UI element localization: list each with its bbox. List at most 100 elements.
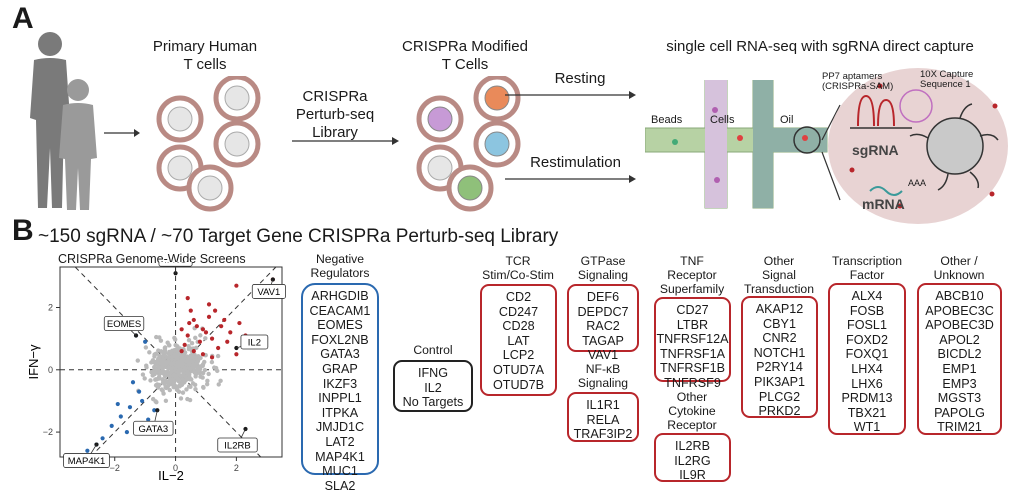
scatter-point-bg [163, 380, 168, 385]
scatter-point [219, 324, 224, 329]
scatter-point [237, 320, 242, 326]
scatter-point-bg [163, 398, 169, 403]
scatter-point-bg [181, 372, 186, 377]
gene-item: CD28 [502, 319, 535, 334]
people-silhouette-icon [30, 32, 97, 210]
aaa-label: AAA [908, 178, 927, 188]
gene-item: TBX21 [847, 405, 887, 420]
arrow-resting [505, 91, 636, 99]
gene-item: IL2RG [674, 453, 711, 468]
scatter-point-bg [216, 382, 221, 387]
arrow-restim [505, 175, 636, 183]
scatter-point-bg [186, 346, 192, 352]
signal-box: AKAP12 CBY1 CNR2 NOTCH1 P2RY14 PIK3AP1 P… [741, 296, 818, 418]
gene-item: LHX4 [851, 361, 883, 376]
gene-item: OTUD7B [492, 377, 545, 392]
scatter-point-bg [195, 354, 200, 359]
gene-item: CBY1 [763, 316, 796, 331]
gene-item: IKZF3 [322, 376, 358, 391]
scatter-point-bg [174, 356, 179, 361]
scatter-point-bg [167, 387, 172, 393]
scatter-point [206, 314, 212, 319]
gene-item: CD2 [505, 290, 532, 304]
scatter-point-bg [159, 361, 164, 366]
gene-item: MGST3 [937, 391, 982, 406]
scatter-point-bg [186, 337, 192, 343]
gene-item: FOXL2NB [311, 332, 369, 347]
scatter-point-bg [158, 338, 164, 343]
scatter-point [194, 324, 199, 329]
gene-item: PIK3AP1 [753, 374, 806, 389]
scatter-point [222, 317, 227, 323]
y-tick-label: 0 [48, 365, 53, 375]
scatter-plot: −202−202IFNGVAV1EOMESIL2GATA3IL2RBMAP4K1… [26, 262, 286, 483]
scatter-point [191, 317, 196, 323]
scatter-point [209, 336, 215, 341]
scatter-point [85, 448, 90, 453]
scatter-point-bg [152, 352, 157, 357]
gene-item: FOSB [849, 303, 885, 318]
scatter-point-bg [162, 345, 168, 351]
scatter-point [209, 355, 215, 360]
scatter-point-bg [199, 363, 204, 369]
scatter-point-bg [178, 396, 184, 401]
gene-item: PRKD2 [758, 404, 801, 419]
gene-item: PRDM13 [841, 391, 893, 406]
scatter-point-bg [161, 391, 166, 396]
x-tick-label: 0 [173, 463, 178, 473]
scatter-point-bg [187, 355, 193, 360]
scatter-point [200, 352, 206, 357]
gene-item: LTBR [676, 317, 709, 332]
scatter-point-bg [156, 364, 162, 370]
chip-oil-label: Oil [780, 114, 794, 126]
scatter-point-bg [173, 337, 178, 342]
zoom-lines [821, 104, 841, 201]
scatter-point-bg [153, 362, 159, 367]
scatter-point [270, 277, 275, 282]
scatter-point-bg [149, 369, 154, 375]
scatter-point [109, 423, 114, 428]
gtpase-header: GTPase Signaling [577, 254, 629, 282]
nfkb-header: NF-κB Signaling [577, 362, 629, 390]
scatter-point [179, 348, 184, 354]
scatter-point [228, 330, 233, 335]
panel-b-letter: B [12, 214, 34, 247]
other-box: ABCB10 APOBEC3C APOBEC3D APOL2 BICDL2 EM… [917, 283, 1002, 435]
control-header: Control [413, 343, 453, 357]
scatter-point-bg [205, 378, 210, 384]
gene-item: CEACAM1 [309, 303, 371, 318]
gene-item: ABCB10 [935, 289, 984, 303]
scatter-point-bg [169, 361, 174, 367]
scatter-point [234, 345, 239, 351]
gtpase-box: DEF6 DEPDC7 RAC2 TAGAP VAV1 [567, 284, 639, 362]
scatter-point [200, 327, 206, 332]
gene-item: TNFRSF12A [656, 332, 729, 347]
gene-item: APOL2 [939, 332, 980, 347]
scatter-point [115, 401, 120, 407]
scatter-point-bg [189, 340, 195, 346]
gene-item: TRAF3IP2 [573, 427, 633, 442]
tcr-header: TCR Stim/Co-Stim [482, 254, 554, 282]
scatter-point-bg [218, 378, 223, 384]
capture-label: 10X Capture Sequence 1 [920, 69, 974, 90]
scatter-point-bg [206, 371, 211, 377]
gene-item: TNFRSF1B [659, 361, 726, 376]
gene-item: FOSL1 [847, 318, 887, 333]
scatter-point-bg [187, 361, 192, 366]
gene-item: TAGAP [582, 333, 624, 348]
scatter-point-bg [188, 384, 193, 390]
gene-item: CNR2 [762, 331, 797, 346]
gene-item: LAT [507, 333, 530, 348]
scatter-point-bg [171, 373, 176, 378]
gene-item: CD247 [498, 304, 539, 319]
gene-item: FOXQ1 [845, 347, 889, 362]
bead-zoom-circle [828, 68, 1008, 224]
scatter-point-bg [175, 376, 181, 382]
scatter-point-bg [153, 377, 158, 382]
gene-item: PAPOLG [934, 405, 985, 420]
callout-box [133, 420, 174, 436]
callout-label: EOMES [107, 319, 141, 330]
callout-label: GATA3 [138, 424, 168, 435]
scatter-point-bg [179, 358, 184, 364]
tnf-box: CD27 LTBR TNFRSF12A TNFRSF1A TNFRSF1B TN… [654, 297, 731, 390]
